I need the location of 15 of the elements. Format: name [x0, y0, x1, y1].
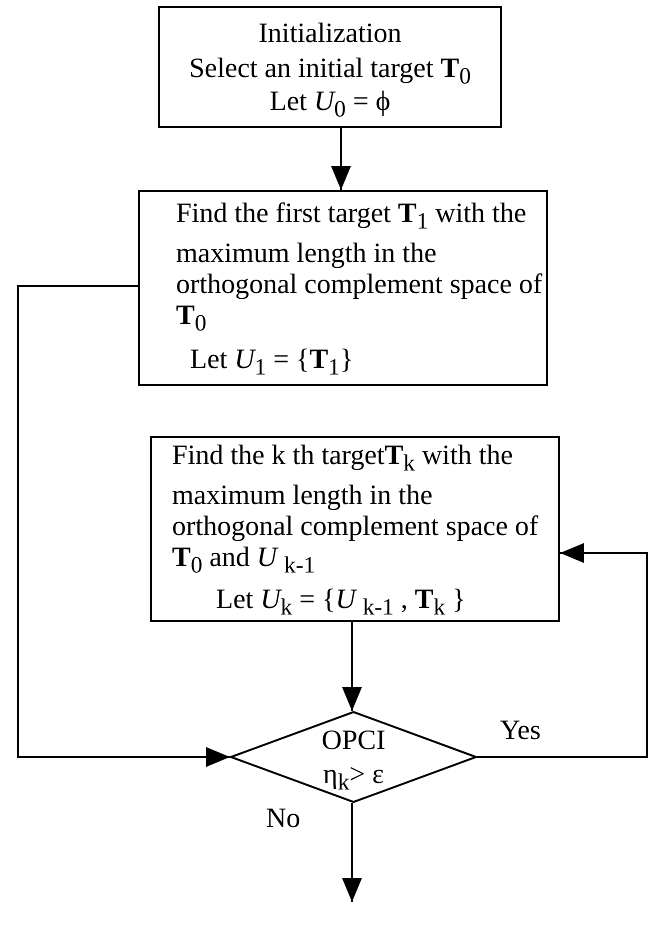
decision-text: OPCI [320, 725, 386, 756]
arrow [331, 128, 351, 190]
arrow [477, 543, 648, 758]
decision-text: η$_{k}$> ε [322, 759, 385, 798]
process-box [138, 190, 548, 386]
arrow [342, 803, 362, 902]
process-text: Find the k th targetT$_{k}$ with the maximum length in the orthogonal complement space of T$_{0}$ and U $_{k-1}$ [172, 440, 540, 580]
process-text: Find the first target T$_{1}$ with the maximum length in the orthogonal complement space of T$_{0}$ [176, 198, 544, 338]
process-box [158, 6, 502, 128]
process-box [150, 436, 560, 622]
process-text: Let U$_{k}$ = {U $_{k-1}$ , T$_{k}$ } [216, 584, 467, 623]
process-text: Let U$_{1}$ = {T$_{1}$} [190, 344, 354, 383]
arrow [342, 622, 362, 711]
arrow [17, 285, 230, 767]
heading: Initialization [257, 18, 403, 49]
